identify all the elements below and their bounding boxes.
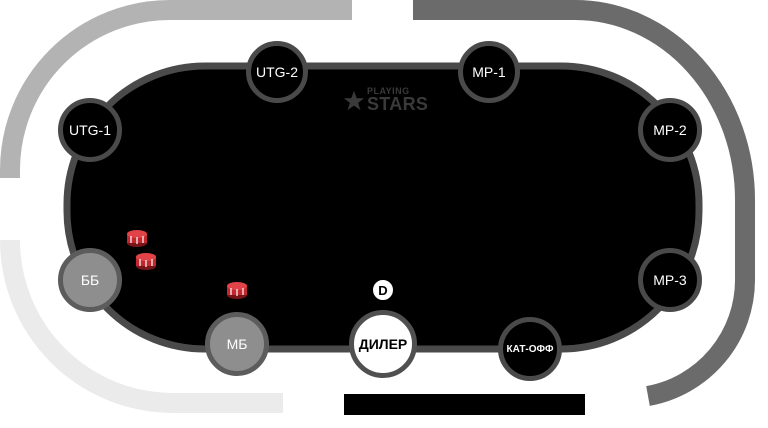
seat-dealer-label: ДИЛЕР	[358, 336, 408, 352]
seat-mp1[interactable]: MP-1	[458, 41, 520, 103]
dealer-button: D	[372, 279, 394, 301]
right-arc	[413, 0, 755, 406]
seat-sb[interactable]: МБ	[205, 312, 269, 376]
playing-stars-logo: PLAYING STARS	[343, 86, 429, 120]
chip-stack-bb-2	[136, 253, 156, 270]
star-icon	[343, 90, 365, 111]
seat-mp2-label: MP-2	[653, 122, 687, 138]
seat-bb[interactable]: ББ	[58, 248, 122, 312]
logo-line1: PLAYING	[367, 86, 410, 96]
seat-utg1-label: UTG-1	[69, 122, 111, 138]
seat-utg1[interactable]: UTG-1	[58, 98, 122, 162]
seat-cutoff-label: КАТ-ОФФ	[506, 343, 554, 355]
seat-mp3[interactable]: MP-3	[638, 248, 702, 312]
seat-mp1-label: MP-1	[472, 64, 506, 80]
seat-utg2[interactable]: UTG-2	[246, 41, 308, 103]
chip-stack-sb	[227, 282, 247, 299]
seat-cutoff[interactable]: КАТ-ОФФ	[498, 317, 562, 381]
bottom-bar	[344, 394, 585, 415]
left-bottom-arc	[0, 239, 283, 413]
seat-utg2-label: UTG-2	[256, 64, 298, 80]
seat-bb-label: ББ	[80, 272, 100, 288]
seat-mp3-label: MP-3	[653, 272, 687, 288]
seat-mp2[interactable]: MP-2	[638, 98, 702, 162]
logo-line2: STARS	[367, 94, 429, 114]
left-top-arc	[0, 0, 352, 178]
seat-sb-label: МБ	[226, 336, 248, 352]
seat-dealer[interactable]: ДИЛЕР	[349, 310, 417, 378]
chip-stack-bb-1	[127, 230, 147, 247]
